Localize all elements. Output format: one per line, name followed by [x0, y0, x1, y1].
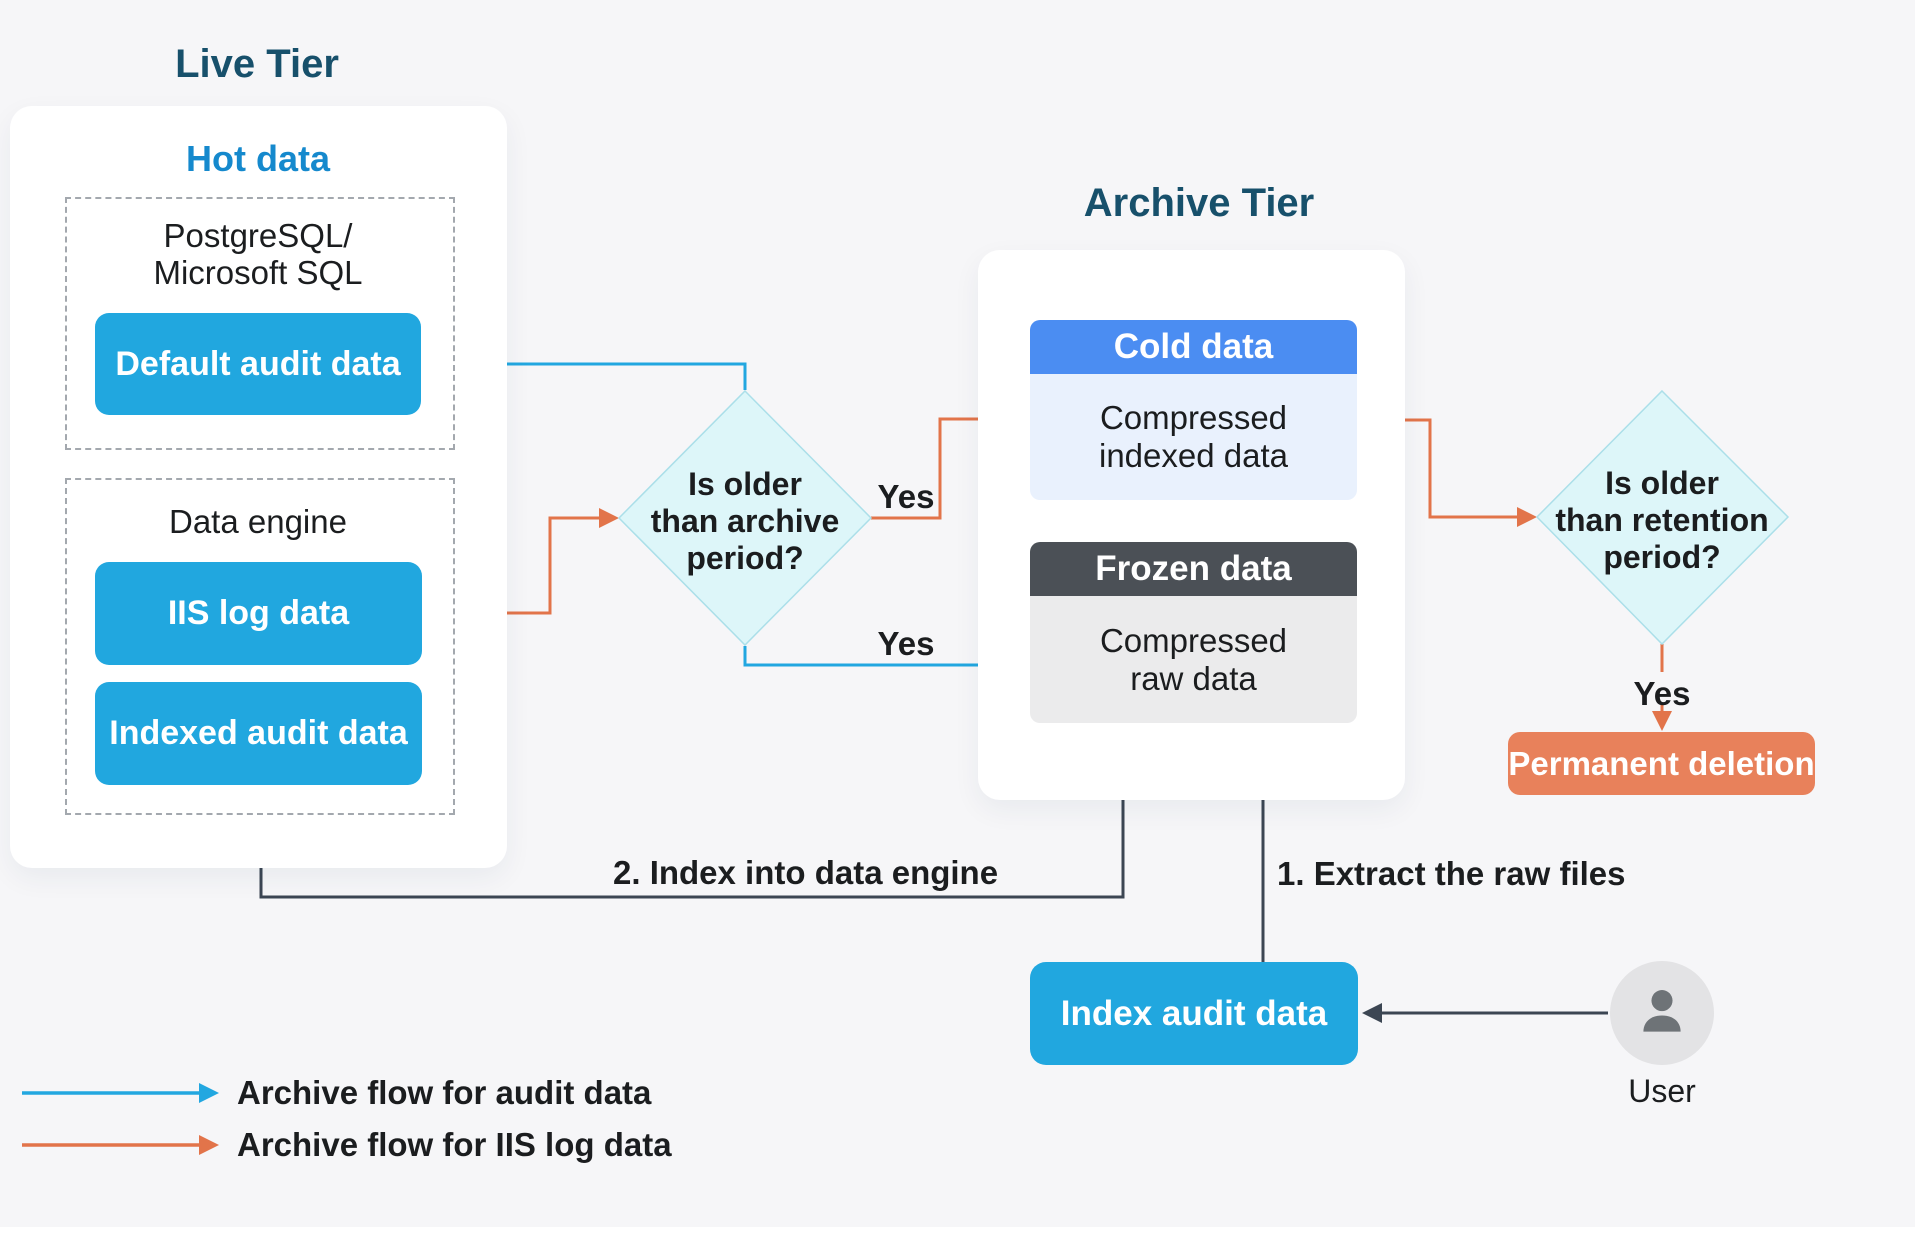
- yes-label-audit-to-frozen: Yes: [877, 625, 935, 662]
- cold-data-header: Cold data: [1030, 320, 1357, 374]
- sql-group-label: PostgreSQL/ Microsoft SQL: [153, 217, 363, 291]
- extract-step-label: 1. Extract the raw files: [1277, 855, 1626, 892]
- iis-log-data-node: IIS log data: [95, 562, 422, 665]
- cold-data-body: Compressed indexed data: [1030, 374, 1357, 500]
- archive-tier-title: Archive Tier: [1083, 181, 1315, 225]
- permanent-deletion-node: Permanent deletion: [1508, 732, 1815, 795]
- index-audit-data-node: Index audit data: [1030, 962, 1358, 1065]
- indexed-audit-data-node: Indexed audit data: [95, 682, 422, 785]
- yes-label-iis-to-cold: Yes: [877, 478, 935, 515]
- default-audit-data-node: Default audit data: [95, 313, 421, 415]
- live-tier-title: Live Tier: [175, 42, 339, 86]
- user-label: User: [1628, 1073, 1696, 1109]
- archive-period-question: Is older than archive period?: [650, 466, 840, 576]
- frozen-data-header: Frozen data: [1030, 542, 1357, 596]
- flow-archive-decision-to-cold: [871, 409, 1030, 520]
- data-engine-group-box: [65, 478, 455, 815]
- flow-default-audit-to-archive-decision: [421, 362, 747, 390]
- legend-audit-label: Archive flow for audit data: [237, 1074, 652, 1111]
- hot-data-label: Hot data: [186, 138, 330, 179]
- frozen-data-body: Compressed raw data: [1030, 596, 1357, 723]
- retention-period-question: Is older than retention period?: [1555, 465, 1769, 575]
- yes-label-retention: Yes: [1633, 675, 1691, 712]
- sql-group-box: [65, 197, 455, 450]
- user-avatar: [1610, 961, 1714, 1065]
- legend-iis-label: Archive flow for IIS log data: [237, 1126, 672, 1163]
- bottom-strip: [0, 1227, 1915, 1233]
- archive-period-decision-diamond: [617, 389, 873, 647]
- index-step-label: 2. Index into data engine: [613, 854, 999, 891]
- user-icon: [1643, 990, 1681, 1032]
- retention-period-decision-diamond: [1535, 389, 1790, 646]
- data-engine-label: Data engine: [169, 503, 347, 540]
- flow-archive-decision-to-frozen: [743, 646, 1030, 675]
